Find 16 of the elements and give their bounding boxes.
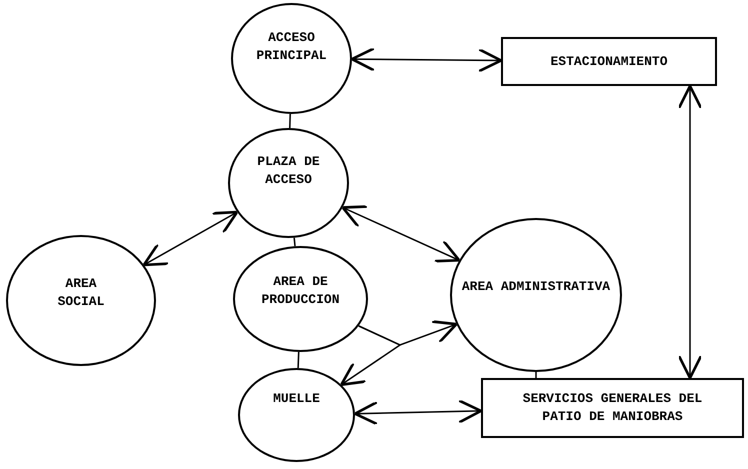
arrow <box>340 325 402 386</box>
area-label: SERVICIOS GENERALES DEL PATIO DE MANIOBRAS <box>522 390 704 426</box>
arrow <box>354 399 482 426</box>
area-label: AREA DE PRODUCCION <box>260 273 340 309</box>
arrow <box>678 84 702 380</box>
area-label: AREA SOCIAL <box>56 274 106 310</box>
arrow <box>341 205 461 263</box>
area-label: ESTACIONAMIENTO <box>549 52 669 70</box>
area-label: ACCESO PRINCIPAL <box>255 28 328 64</box>
area-label: MUELLE <box>272 390 321 408</box>
area-label: PLAZA DE ACCESO <box>256 153 321 189</box>
area-label: AREA ADMINISTRATIVA <box>461 278 611 296</box>
arrow <box>350 46 502 73</box>
arrow <box>142 210 238 266</box>
area-box <box>501 37 717 86</box>
area-box <box>481 378 744 438</box>
